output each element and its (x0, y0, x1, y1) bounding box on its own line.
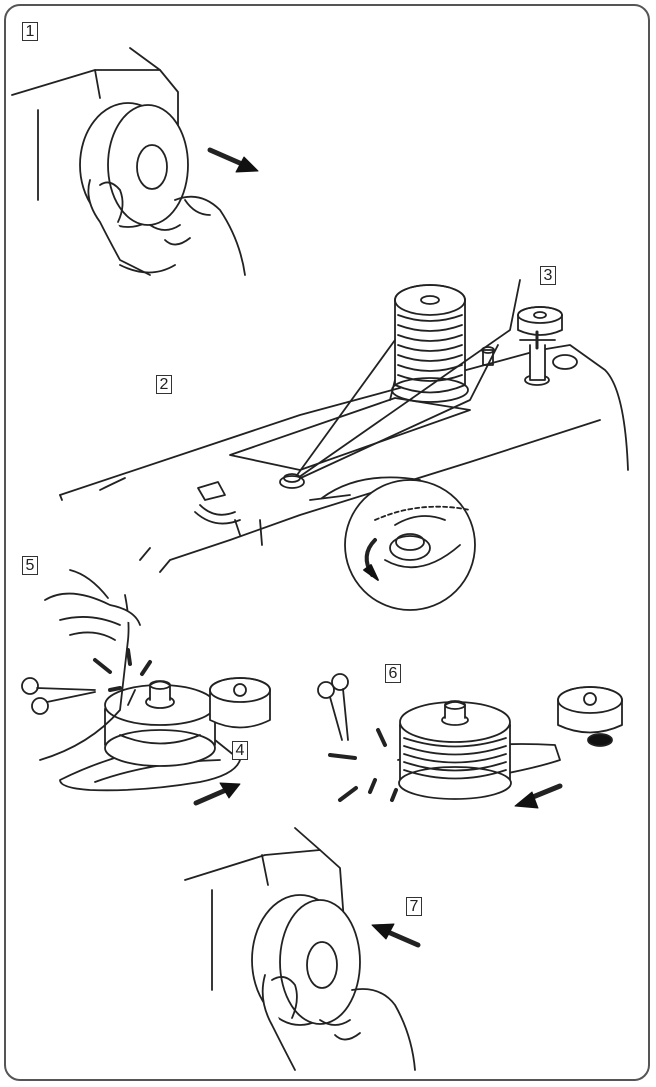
thread-guide-detail (309, 476, 476, 611)
step-label-3: 3 (540, 266, 556, 285)
full-bobbin-illustration (328, 686, 623, 802)
scissors-right (317, 673, 349, 741)
step-label-6: 6 (385, 664, 401, 683)
handwheel-push-in-illustration (184, 827, 416, 1071)
step-label-4: 4 (232, 741, 248, 760)
step-label-1: 1 (22, 22, 38, 41)
step-label-2: 2 (156, 375, 172, 394)
scissors-left (21, 677, 96, 715)
push-arrow-left (193, 782, 241, 806)
instruction-frame (4, 4, 650, 1081)
push-arrow-right (514, 783, 563, 809)
step-label-7: 7 (406, 897, 422, 916)
step-label-5: 5 (22, 556, 38, 575)
handwheel-pull-out-illustration (11, 47, 246, 276)
pull-arrow (207, 147, 259, 173)
push-in-arrow (371, 923, 421, 948)
machine-top-illustration (59, 279, 629, 573)
bobbin-winder-illustration (39, 569, 271, 792)
